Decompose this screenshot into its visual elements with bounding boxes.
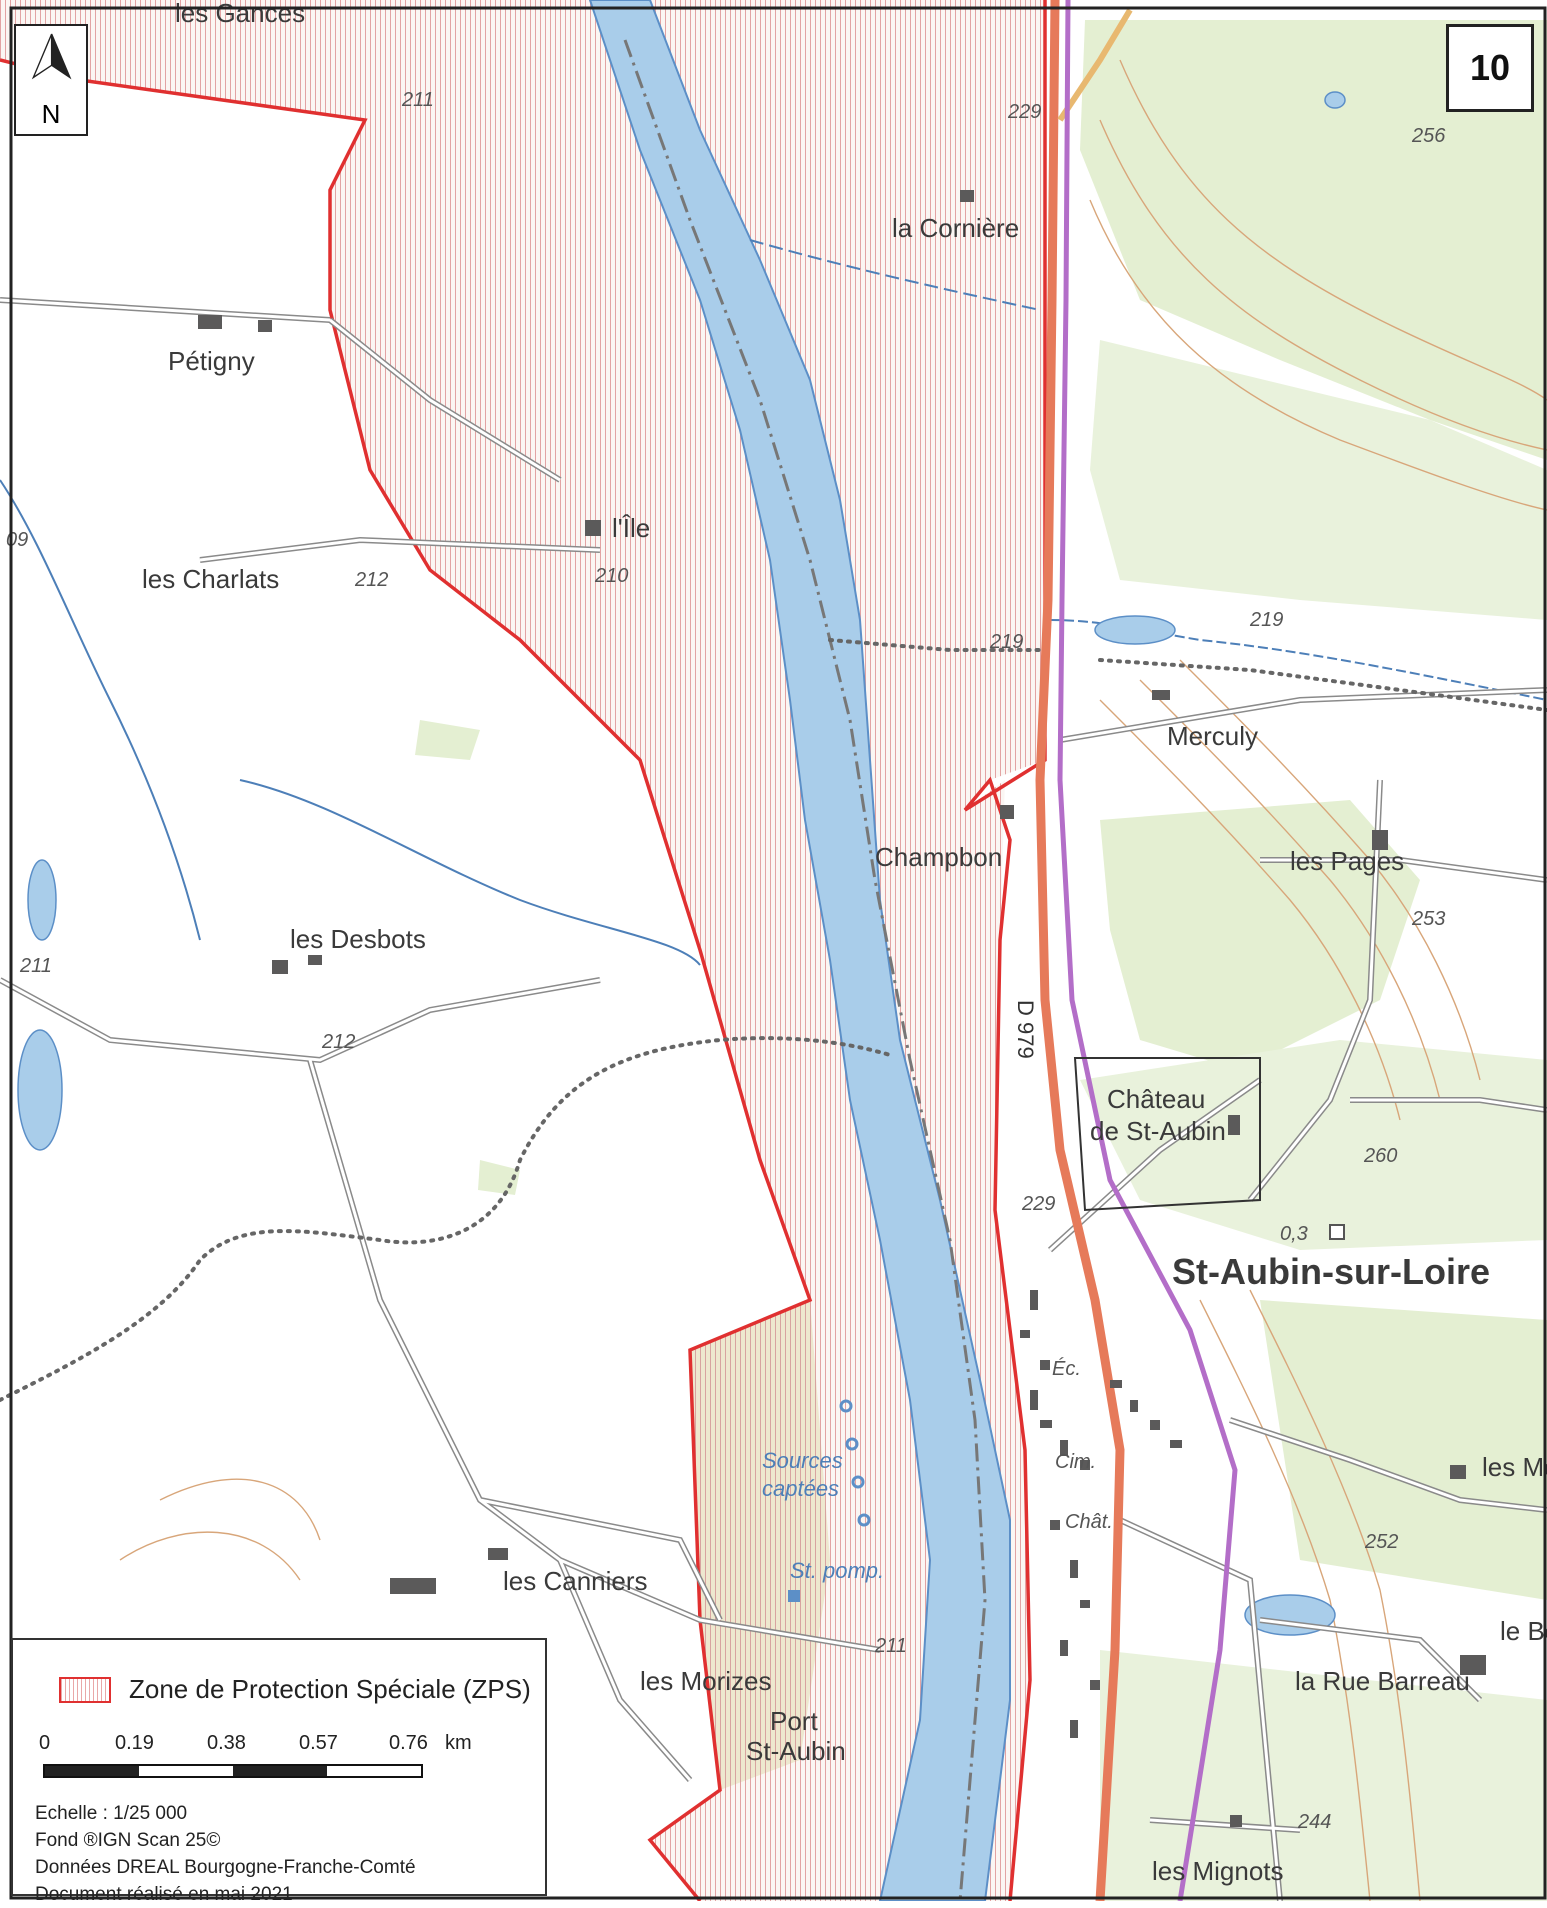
altitude-label: 219 bbox=[1249, 609, 1283, 631]
altitude-label: 0,3 bbox=[1280, 1223, 1308, 1245]
place-label-les-canniers: les Canniers bbox=[503, 1566, 648, 1596]
altitude-label: 229 bbox=[1007, 101, 1041, 123]
scale-tick-label: 0.57 bbox=[299, 1732, 338, 1754]
scale-segment bbox=[139, 1766, 233, 1776]
place-label-st-aubin-port: St-Aubin bbox=[746, 1736, 846, 1766]
scale-bar bbox=[43, 1764, 423, 1778]
scale-bar-block: 0 0.19 0.38 0.57 0.76 km bbox=[33, 1732, 472, 1792]
railway-line bbox=[1057, 0, 1238, 1901]
dashdot-line bbox=[623, 39, 987, 1901]
water-sources bbox=[839, 1399, 871, 1527]
credit-line-document: Document réalisé en mai 2021 bbox=[35, 1884, 293, 1905]
altitude-label: 211 bbox=[874, 1635, 907, 1657]
north-arrow-icon bbox=[31, 33, 72, 80]
place-label-champbon: Champbon bbox=[875, 842, 1002, 872]
water-label-st-pomp: St. pomp. bbox=[790, 1558, 884, 1583]
place-label-les-gances: les Gances bbox=[175, 0, 305, 28]
loire-river bbox=[588, 0, 1011, 1901]
altitude-label: 252 bbox=[1364, 1531, 1398, 1553]
north-letter: N bbox=[41, 99, 61, 129]
altitude-label: 256 bbox=[1411, 125, 1446, 147]
altitude-label: 212 bbox=[354, 569, 388, 591]
altitude-label: 211 bbox=[401, 89, 434, 111]
legend-box: Zone de Protection Spéciale (ZPS) 0 0.19… bbox=[11, 1638, 547, 1905]
place-label-st-aubin-sur-loire: St-Aubin-sur-Loire bbox=[1172, 1251, 1490, 1292]
place-label-les-me: les Me bbox=[1482, 1452, 1547, 1482]
place-label-petigny: Pétigny bbox=[168, 346, 255, 376]
scale-tick-label: 0.38 bbox=[207, 1732, 246, 1754]
altitude-label: 09 bbox=[6, 529, 28, 551]
zps-border-east bbox=[963, 0, 1047, 1901]
altitude-label: 244 bbox=[1297, 1811, 1331, 1833]
place-label-ecole: Éc. bbox=[1052, 1357, 1081, 1380]
roads-inner bbox=[0, 298, 1547, 1901]
place-label-les-pages: les Pages bbox=[1290, 846, 1404, 876]
map-number-box: 10 bbox=[1446, 24, 1534, 112]
contour-lines bbox=[119, 59, 1547, 1901]
buildings bbox=[198, 190, 1486, 1827]
place-label-le-bo: le Bo bbox=[1500, 1616, 1547, 1646]
scale-tick-label: 0 bbox=[39, 1732, 51, 1754]
legend-label-zps: Zone de Protection Spéciale (ZPS) bbox=[129, 1674, 531, 1704]
altitude-label: 211 bbox=[19, 955, 52, 977]
altitude-label: 210 bbox=[594, 565, 628, 587]
scale-segment bbox=[233, 1766, 327, 1776]
road-d979 bbox=[1035, 0, 1125, 1901]
place-label-les-desbots: les Desbots bbox=[290, 924, 426, 954]
road-label-d979: D 979 bbox=[1013, 1000, 1038, 1059]
place-label-cimetiere: Cim. bbox=[1055, 1451, 1096, 1473]
streams bbox=[0, 239, 1547, 966]
place-label-l-ile: l'Île bbox=[612, 513, 650, 543]
legend-row-zps: Zone de Protection Spéciale (ZPS) bbox=[59, 1674, 531, 1705]
credit-line-fond: Fond ®IGN Scan 25© bbox=[35, 1830, 221, 1851]
scale-segment bbox=[327, 1766, 421, 1776]
north-arrow: N bbox=[14, 24, 88, 136]
place-label-la-corniere: la Cornière bbox=[892, 213, 1019, 243]
place-label-chateau-abbr: Chât. bbox=[1065, 1511, 1113, 1533]
zps-border bbox=[0, 58, 813, 1901]
place-label-les-mignots: les Mignots bbox=[1152, 1856, 1284, 1886]
place-label-merculy: Merculy bbox=[1167, 721, 1258, 751]
zps-swatch bbox=[59, 1676, 111, 1703]
altitude-label: 260 bbox=[1363, 1145, 1397, 1167]
credit-line-scale: Echelle : 1/25 000 bbox=[35, 1803, 188, 1824]
altitude-label: 212 bbox=[321, 1031, 355, 1053]
road-secondary-yellow bbox=[1057, 8, 1133, 122]
map-number: 10 bbox=[1469, 47, 1511, 88]
zps-sub-area bbox=[690, 1300, 830, 1790]
chateau-park bbox=[1073, 1057, 1261, 1212]
scale-unit-label: km bbox=[445, 1732, 472, 1754]
place-label-les-morizes: les Morizes bbox=[640, 1666, 771, 1696]
altitude-label: 219 bbox=[989, 631, 1023, 653]
place-label-port: Port bbox=[770, 1706, 818, 1736]
scale-segment bbox=[45, 1766, 139, 1776]
place-label-de-st-aubin: de St-Aubin bbox=[1090, 1116, 1226, 1146]
altitude-label: 253 bbox=[1411, 908, 1445, 930]
water-label-sources: Sources bbox=[762, 1448, 843, 1473]
water-label-captees: captées bbox=[762, 1476, 839, 1501]
place-label-la-rue-barreau: la Rue Barreau bbox=[1295, 1666, 1470, 1696]
village-st-aubin bbox=[1020, 1290, 1182, 1738]
scale-tick-label: 0.19 bbox=[115, 1732, 154, 1754]
scale-tick-label: 0.76 bbox=[389, 1732, 428, 1754]
map-frame bbox=[9, 6, 1547, 1900]
place-label-chateau: Château bbox=[1107, 1084, 1205, 1114]
legend-credits: Echelle : 1/25 000 Fond ®IGN Scan 25© Do… bbox=[35, 1800, 416, 1908]
credit-line-donnees: Données DREAL Bourgogne-Franche-Comté bbox=[35, 1857, 416, 1878]
altitude-label: 229 bbox=[1021, 1193, 1055, 1215]
dotted-paths bbox=[0, 638, 1547, 1402]
place-label-les-charlats: les Charlats bbox=[142, 564, 279, 594]
